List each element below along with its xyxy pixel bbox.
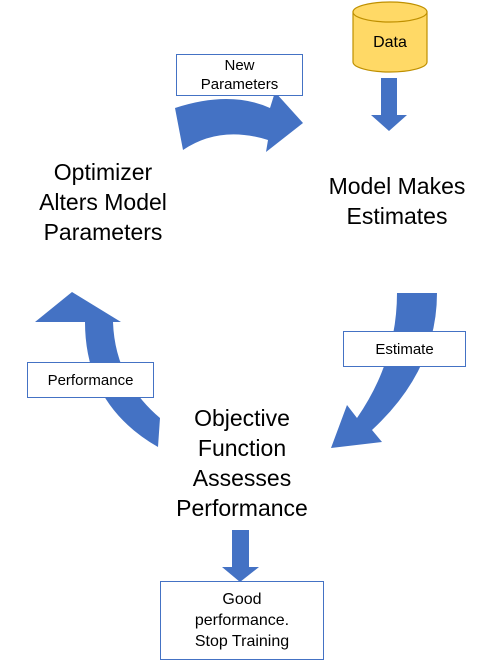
model-stage-label: Model Makes Estimates bbox=[328, 173, 466, 229]
objective-stage-label: Objective Function Assesses Performance bbox=[176, 405, 308, 521]
new-parameters-box: New Parameters bbox=[176, 54, 303, 96]
performance-box: Performance bbox=[27, 362, 154, 398]
stop-training-box: Good performance. Stop Training bbox=[160, 581, 324, 660]
objective-to-stop-arrow bbox=[222, 530, 259, 582]
new-parameters-arrow bbox=[175, 92, 303, 152]
data-label: Data bbox=[373, 34, 407, 51]
estimate-arrow bbox=[331, 293, 437, 448]
database-body bbox=[352, 11, 428, 73]
database-top bbox=[352, 1, 428, 23]
estimate-box: Estimate bbox=[343, 331, 466, 367]
database-cylinder bbox=[352, 1, 428, 73]
data-to-model-arrow bbox=[371, 78, 407, 131]
optimizer-stage-label: Optimizer Alters Model Parameters bbox=[39, 159, 167, 245]
